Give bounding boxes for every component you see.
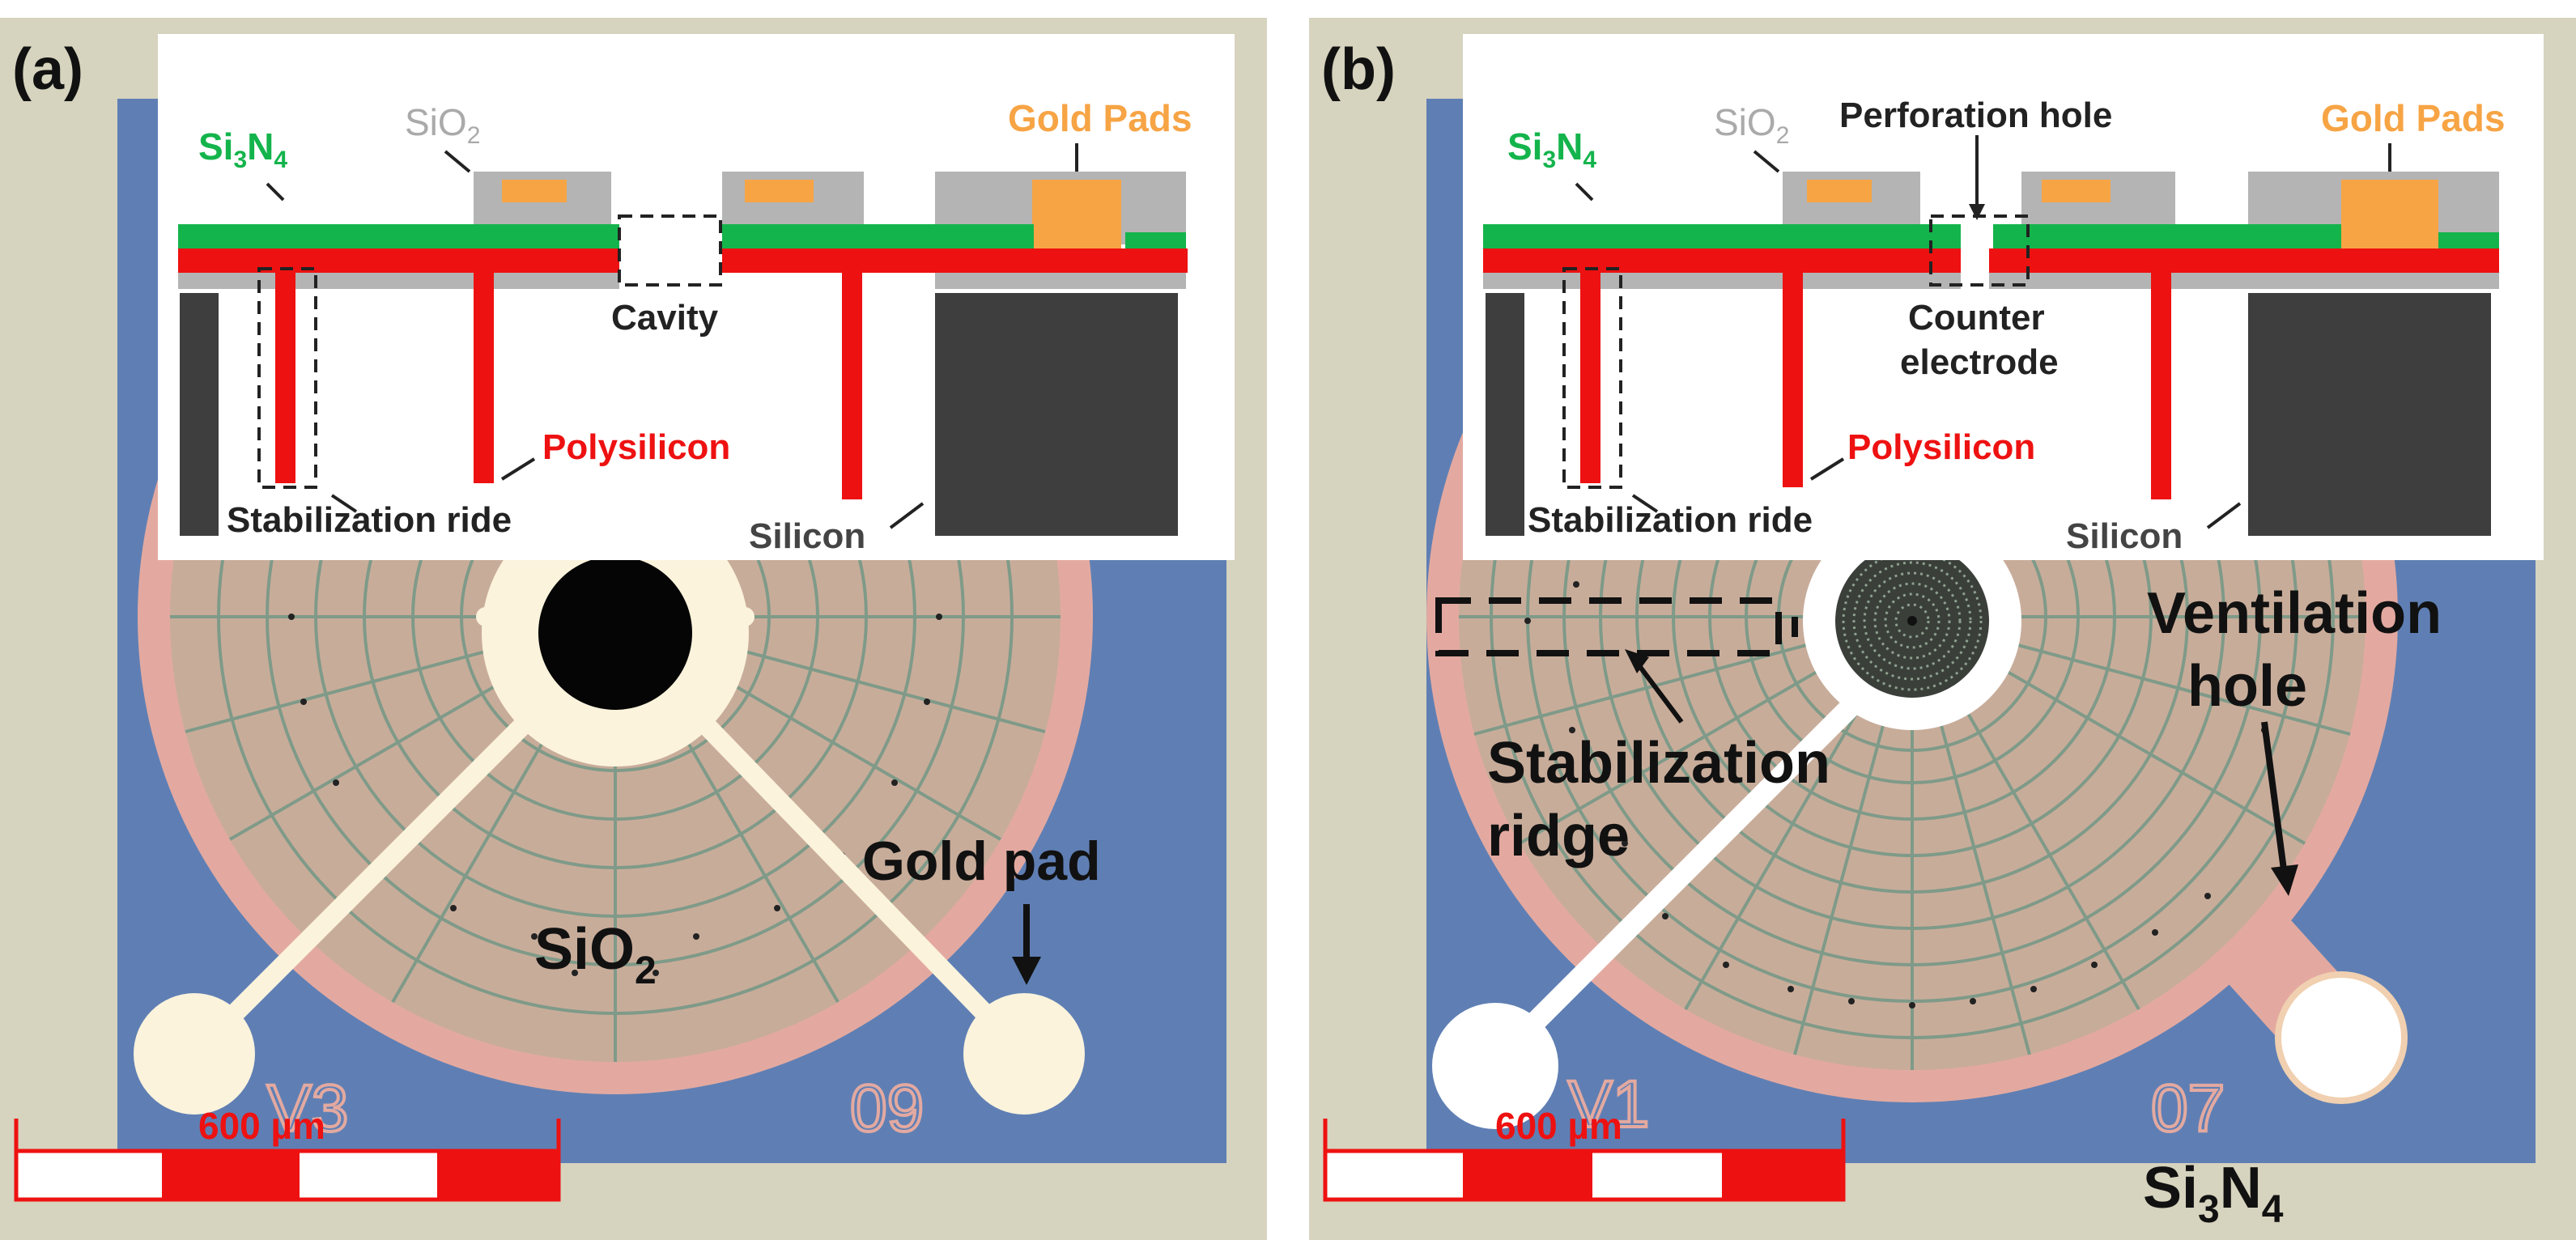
inset-a-gold-pads: Gold Pads [1008, 97, 1192, 139]
panel-a-label: (a) [12, 37, 83, 102]
stabilization-ridge-line1: Stabilization [1487, 731, 1830, 796]
inset-b-counter-line1: Counter [1908, 298, 2045, 338]
scale-bar-b-label: 600 µm [1495, 1105, 1622, 1147]
gold-pad-left [1432, 1003, 1558, 1129]
chip-marking-right: 09 [850, 1072, 924, 1145]
si3n4-chip-label: Si3N4 [2143, 1156, 2284, 1231]
gold-pad-left [134, 993, 255, 1115]
panel-b: V1 07 Stabilization ridge Ventilation ho… [1309, 18, 2576, 1240]
gold-pad-arrow [1012, 904, 1041, 985]
inset-b-gold-pads: Gold Pads [2321, 97, 2505, 139]
scale-bar-a-label: 600 µm [198, 1105, 325, 1147]
inset-b-counter-line2: electrode [1900, 342, 2059, 382]
gold-pad-label: Gold pad [862, 830, 1101, 892]
inset-b-stabilization-ride: Stabilization ride [1528, 500, 1813, 540]
inset-a-cavity: Cavity [611, 298, 719, 338]
inset-b-silicon: Silicon [2066, 516, 2183, 556]
inset-b-sio2: SiO2 [1714, 101, 1789, 149]
gold-pad-right [963, 993, 1085, 1115]
inset-b-perforation-hole: Perforation hole [1839, 96, 2112, 135]
chip-marking-left: V1 [1568, 1068, 1649, 1141]
chip-marking-left: V3 [267, 1072, 348, 1145]
scale-bar-b: 600 µm [1323, 1105, 1846, 1202]
inset-a-si3n4: Si3N4 [198, 125, 287, 173]
inset-a-stabilization-ride: Stabilization ride [227, 500, 512, 540]
gold-pad-right [2275, 971, 2408, 1104]
inset-a-silicon: Silicon [749, 516, 865, 556]
cross-section-inset-a: Si3N4 SiO2 Gold Pads Cavity Polysilicon … [158, 34, 1235, 560]
inset-a-polysilicon: Polysilicon [542, 427, 730, 467]
panel-b-label: (b) [1321, 37, 1396, 102]
scale-bar-a: 600 µm [14, 1105, 561, 1202]
ventilation-hole-line2: hole [2187, 654, 2307, 719]
ventilation-arrow [2261, 721, 2298, 896]
inset-a-sio2: SiO2 [405, 101, 480, 149]
ventilation-hole-line1: Ventilation [2147, 581, 2442, 646]
inset-b-si3n4: Si3N4 [1507, 125, 1596, 173]
center-cavity [538, 556, 692, 710]
panel-b-figure: V1 07 Stabilization ridge Ventilation ho… [1309, 18, 2576, 1240]
gold-traces [1485, 671, 1886, 1072]
sio2-chip-label: SiO2 [534, 917, 657, 992]
stabilization-ridge-line2: ridge [1487, 804, 1630, 868]
chip-marking-right: 07 [2151, 1072, 2225, 1145]
cross-section-inset-b: Si3N4 SiO2 Perforation hole Gold Pads Co… [1463, 34, 2544, 560]
panel-a: V3 09 SiO2 Gold pad (a) [0, 18, 1267, 1240]
inset-b-polysilicon: Polysilicon [1847, 427, 2035, 467]
panel-a-figure: V3 09 SiO2 Gold pad (a) [0, 18, 1267, 1240]
